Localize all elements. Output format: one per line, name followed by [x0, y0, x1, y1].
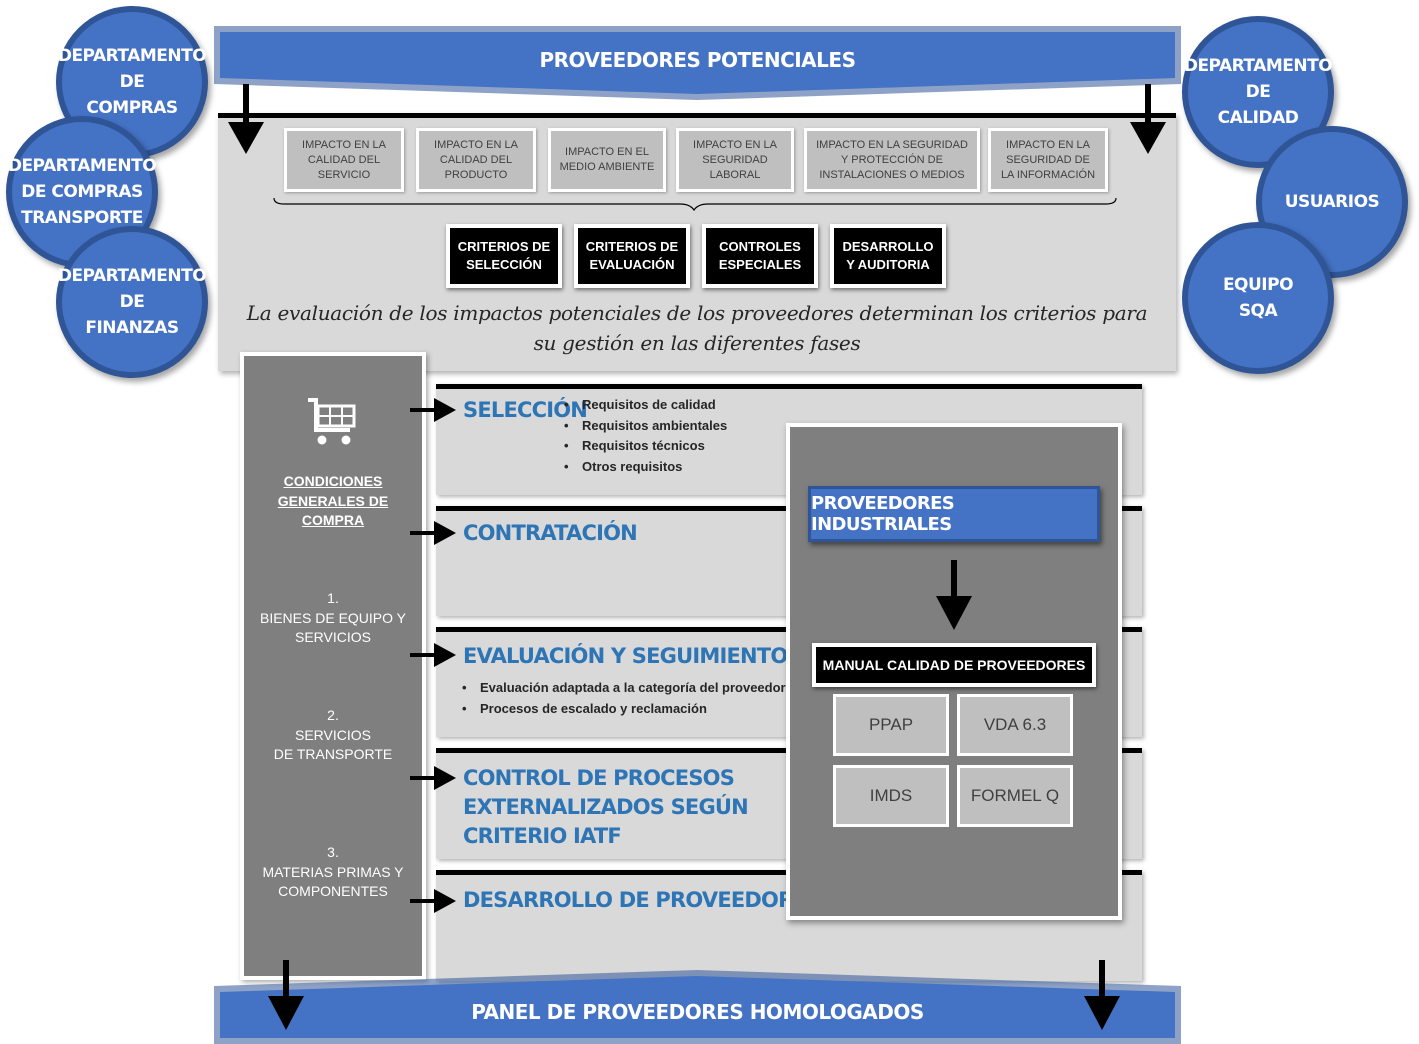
top-banner-title: PROVEEDORES POTENCIALES — [539, 48, 856, 72]
arrow-down-left-bottom-icon — [268, 960, 304, 1030]
department-compras-transporte-label: DEPARTAMENTO DE COMPRAS TRANSPORTE — [7, 156, 157, 228]
impact-seguridad-informacion-label: IMPACTO EN LA SEGURIDAD DE LA INFORMACIÓ… — [1000, 138, 1096, 181]
criterios-evaluacion-label: CRITERIOS DE EVALUACIÓN — [585, 239, 679, 272]
arrow-right-desarrollo-icon — [410, 889, 456, 913]
evaluacion-list: Evaluación adaptada a la categoría del p… — [462, 678, 786, 719]
industrial-suppliers-title: PROVEEDORES INDUSTRIALES — [811, 493, 955, 535]
arrow-down-manual-icon — [936, 560, 972, 630]
impact-seguridad-instalaciones: IMPACTO EN LA SEGURIDAD Y PROTECCIÓN DE … — [804, 128, 980, 192]
arrow-right-control-icon — [410, 766, 456, 790]
impact-medio-ambiente-label: IMPACTO EN EL MEDIO AMBIENTE — [559, 146, 655, 173]
top-banner-shape — [214, 26, 1181, 100]
criterios-seleccion-box: CRITERIOS DE SELECCIÓN — [446, 224, 562, 288]
impact-calidad-servicio-label: IMPACTO EN LA CALIDAD DEL SERVICIO — [302, 138, 386, 181]
shopping-cart-icon — [308, 398, 356, 445]
seleccion-requirements-list: Requisitos de calidad Requisitos ambient… — [564, 395, 727, 478]
impact-seguridad-laboral: IMPACTO EN LA SEGURIDAD LABORAL — [676, 128, 794, 192]
condiciones-generales-link[interactable]: CONDICIONES GENERALES DE COMPRA — [277, 473, 389, 528]
phase-evaluacion-title: EVALUACIÓN Y SEGUIMIENTO — [463, 644, 788, 668]
arrow-right-evaluacion-icon — [410, 643, 456, 667]
bienes-equipo-item: 1. BIENES DE EQUIPO Y SERVICIOS — [259, 590, 406, 645]
servicios-transporte-item: 2. SERVICIOS DE TRANSPORTE — [273, 707, 393, 762]
list-item: Requisitos de calidad — [564, 395, 727, 416]
controles-especiales-label: CONTROLES ESPECIALES — [718, 239, 802, 272]
department-finanzas-circle: DEPARTAMENTO DE FINANZAS — [56, 226, 208, 378]
equipo-sqa-label: EQUIPO SQA — [1222, 275, 1294, 321]
phase-control-title: CONTROL DE PROCESOS EXTERNALIZADOS SEGÚN… — [463, 766, 749, 848]
list-item: Procesos de escalado y reclamación — [462, 699, 786, 720]
desarrollo-auditoria-label: DESARROLLO Y AUDITORIA — [842, 239, 934, 272]
criterios-evaluacion-box: CRITERIOS DE EVALUACIÓN — [574, 224, 690, 288]
arrow-down-right-top-icon — [1130, 84, 1166, 154]
criterios-seleccion-label: CRITERIOS DE SELECCIÓN — [457, 239, 551, 272]
desarrollo-auditoria-box: DESARROLLO Y AUDITORIA — [830, 224, 946, 288]
standard-vda: VDA 6.3 — [957, 694, 1073, 756]
evaluation-statement: La evaluación de los impactos potenciale… — [246, 301, 1148, 355]
standard-ppap-label: PPAP — [868, 715, 914, 734]
controles-especiales-box: CONTROLES ESPECIALES — [702, 224, 818, 288]
brace-shape — [273, 197, 1117, 212]
department-compras-transporte-circle: DEPARTAMENTO DE COMPRAS TRANSPORTE — [6, 116, 158, 268]
arrow-right-seleccion-icon — [410, 398, 456, 422]
department-compras-label: DEPARTAMENTO DE COMPRAS — [57, 46, 207, 118]
standard-formel-label: FORMEL Q — [970, 786, 1060, 805]
list-item: Requisitos técnicos — [564, 436, 727, 457]
list-item: Requisitos ambientales — [564, 416, 727, 437]
standard-formel: FORMEL Q — [957, 765, 1073, 827]
impact-calidad-producto: IMPACTO EN LA CALIDAD DEL PRODUCTO — [416, 128, 536, 192]
arrow-down-left-top-icon — [228, 84, 264, 154]
bottom-banner: PANEL DE PROVEEDORES HOMOLOGADOS — [214, 968, 1181, 1044]
impact-calidad-producto-label: IMPACTO EN LA CALIDAD DEL PRODUCTO — [434, 138, 518, 181]
list-item: Otros requisitos — [564, 457, 727, 478]
purchase-conditions-panel — [240, 352, 426, 980]
bottom-banner-shape — [214, 970, 1181, 1044]
usuarios-label: USUARIOS — [1284, 192, 1380, 212]
impact-seguridad-laboral-label: IMPACTO EN LA SEGURIDAD LABORAL — [693, 138, 777, 181]
standard-imds: IMDS — [833, 765, 949, 827]
impact-medio-ambiente: IMPACTO EN EL MEDIO AMBIENTE — [548, 128, 666, 192]
standard-vda-label: VDA 6.3 — [983, 715, 1047, 734]
supplier-quality-manual-box: MANUAL CALIDAD DE PROVEEDORES — [812, 643, 1096, 687]
impact-calidad-servicio: IMPACTO EN LA CALIDAD DEL SERVICIO — [284, 128, 404, 192]
industrial-suppliers-title-box: PROVEEDORES INDUSTRIALES — [808, 486, 1100, 542]
equipo-sqa-circle: EQUIPO SQA — [1182, 222, 1334, 374]
arrow-right-contratacion-icon — [410, 521, 456, 545]
phase-contratacion-title: CONTRATACIÓN — [463, 521, 638, 545]
arrow-down-right-bottom-icon — [1084, 960, 1120, 1030]
phase-desarrollo-title: DESARROLLO DE PROVEEDORES — [463, 888, 822, 912]
materias-primas-item: 3. MATERIAS PRIMAS Y COMPONENTES — [262, 844, 404, 899]
impact-seguridad-informacion: IMPACTO EN LA SEGURIDAD DE LA INFORMACIÓ… — [988, 128, 1108, 192]
department-finanzas-label: DEPARTAMENTO DE FINANZAS — [57, 266, 207, 338]
list-item: Evaluación adaptada a la categoría del p… — [462, 678, 786, 699]
supplier-quality-manual-label: MANUAL CALIDAD DE PROVEEDORES — [822, 657, 1086, 673]
department-calidad-label: DEPARTAMENTO DE CALIDAD — [1183, 56, 1333, 128]
impact-seguridad-instalaciones-label: IMPACTO EN LA SEGURIDAD Y PROTECCIÓN DE … — [816, 138, 968, 181]
standard-imds-label: IMDS — [869, 786, 913, 805]
bottom-banner-title: PANEL DE PROVEEDORES HOMOLOGADOS — [471, 1000, 924, 1024]
top-banner: PROVEEDORES POTENCIALES — [214, 26, 1181, 104]
standard-ppap: PPAP — [833, 694, 949, 756]
